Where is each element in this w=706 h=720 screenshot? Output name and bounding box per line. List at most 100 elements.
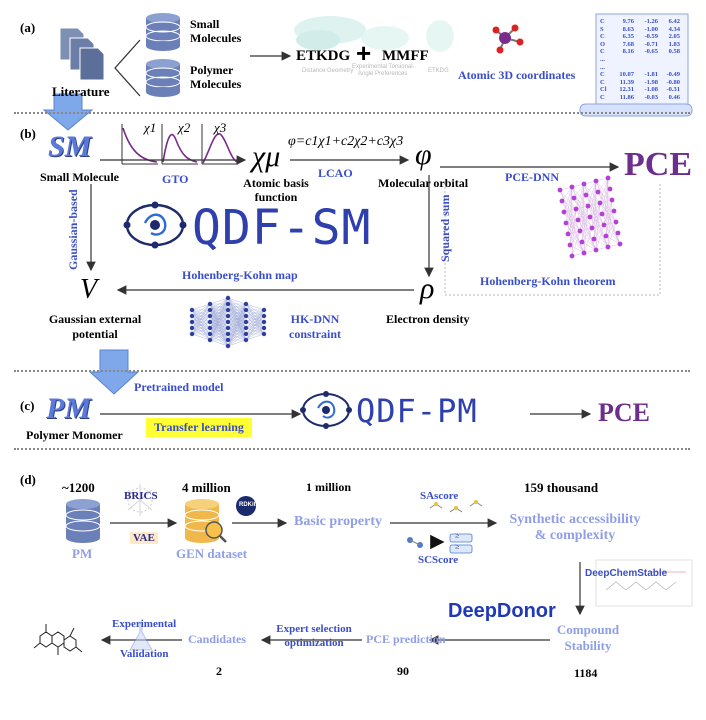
small-molecules-line2: Molecules	[190, 31, 242, 45]
coordinate-cell: -0.80	[666, 78, 680, 86]
gaussian-based-label: Gaussian-based	[66, 189, 80, 270]
coordinate-cell: 11.86	[619, 93, 634, 101]
panel-c-label: (c)	[20, 398, 35, 413]
mmff-label: MMFF	[382, 48, 429, 64]
coordinate-cell: 7.68	[622, 40, 634, 48]
sascore-molecules-icon	[429, 500, 483, 513]
network-node	[607, 186, 613, 192]
gto-label: GTO	[162, 172, 189, 186]
network-node	[609, 197, 615, 203]
network-node	[207, 307, 213, 313]
coordinate-cell: -0.03	[644, 93, 658, 101]
flask-icon	[129, 621, 153, 651]
separator-b-c	[14, 370, 690, 372]
network-node	[587, 214, 593, 220]
chi3-label: χ3	[214, 120, 227, 135]
network-edge	[191, 333, 211, 341]
network-edge	[191, 303, 211, 311]
network-edge	[245, 309, 265, 317]
polymer-molecules-line2: Molecules	[190, 77, 242, 91]
coordinate-ellipsis: ...	[600, 63, 605, 71]
network-node	[593, 178, 599, 184]
scscore-label: SCScore	[418, 554, 459, 566]
network-node	[573, 206, 579, 212]
network-edge	[227, 303, 247, 347]
expert-selection-label: Expert selection optimization	[266, 622, 362, 650]
vae-label: VAE	[130, 532, 158, 544]
network-edge	[575, 183, 585, 210]
etkdg-label: ETKDG	[296, 48, 351, 64]
network-edge	[191, 303, 211, 335]
coordinate-cell: -1.08	[644, 86, 658, 94]
atomic-basis-line2: function	[254, 190, 298, 204]
coordinate-cell: 8.63	[622, 25, 634, 33]
network-edge	[599, 177, 609, 204]
network-node	[557, 187, 563, 193]
coordinate-cell: -1.26	[644, 18, 658, 25]
network-node	[225, 319, 231, 325]
network-node	[605, 244, 611, 250]
network-edge	[227, 297, 247, 305]
network-edge	[571, 230, 581, 257]
network-node	[225, 337, 231, 343]
network-edge	[191, 303, 211, 329]
count-1184: 1184	[574, 666, 598, 680]
network-edge	[567, 186, 573, 235]
synthetic-line1: Synthetic accessibility	[509, 512, 641, 527]
network-node	[225, 325, 231, 331]
network-edge	[227, 321, 247, 347]
network-node	[189, 313, 195, 319]
network-edge	[227, 303, 247, 335]
network-node	[261, 331, 267, 337]
network-edge	[209, 327, 229, 341]
qdf-pm-title: QDF-PM	[356, 392, 478, 430]
network-edge	[227, 309, 247, 347]
compound-line1: Compound	[556, 622, 620, 637]
network-node	[189, 331, 195, 337]
network-node	[601, 222, 607, 228]
pm-label: PM	[72, 546, 93, 561]
score-compare-bottom: ≥	[455, 542, 460, 551]
expert-line1: Expert selection	[276, 623, 352, 635]
pce-output-b: PCE	[624, 146, 692, 183]
network-node	[583, 192, 589, 198]
network-edge	[227, 327, 247, 347]
count-159-thousand: 159 thousand	[524, 480, 599, 495]
network-edge	[227, 303, 247, 341]
network-node	[581, 250, 587, 256]
coordinate-cell: 12.31	[619, 86, 634, 94]
network-edge	[607, 199, 613, 248]
polymer-molecules-label: Polymer Molecules	[190, 63, 241, 91]
network-node	[591, 236, 597, 242]
network-node	[589, 225, 595, 231]
network-edge	[585, 180, 597, 196]
panel-b-label: (b)	[20, 126, 36, 141]
sm-symbol: SM	[48, 130, 92, 163]
network-edge	[569, 208, 577, 246]
synthetic-label: Synthetic accessibility & complexity	[500, 512, 650, 544]
network-node	[261, 307, 267, 313]
network-edge	[569, 244, 585, 254]
coordinate-cell: 0.46	[668, 93, 680, 101]
network-node	[189, 319, 195, 325]
atomic-coords-label: Atomic 3D coordinates	[458, 68, 576, 82]
network-node	[579, 239, 585, 245]
network-node	[581, 181, 587, 187]
sm-to-pm-arrow	[88, 349, 140, 395]
molecular-orbital-label: Molecular orbital	[378, 176, 469, 190]
network-edge	[245, 327, 265, 341]
network-node	[615, 230, 621, 236]
network-node	[207, 301, 213, 307]
network-edge	[191, 303, 211, 323]
gaussian-potential-line1: Gaussian external	[48, 312, 142, 326]
coordinate-cell: -0.49	[666, 71, 680, 79]
network-node	[243, 325, 249, 331]
